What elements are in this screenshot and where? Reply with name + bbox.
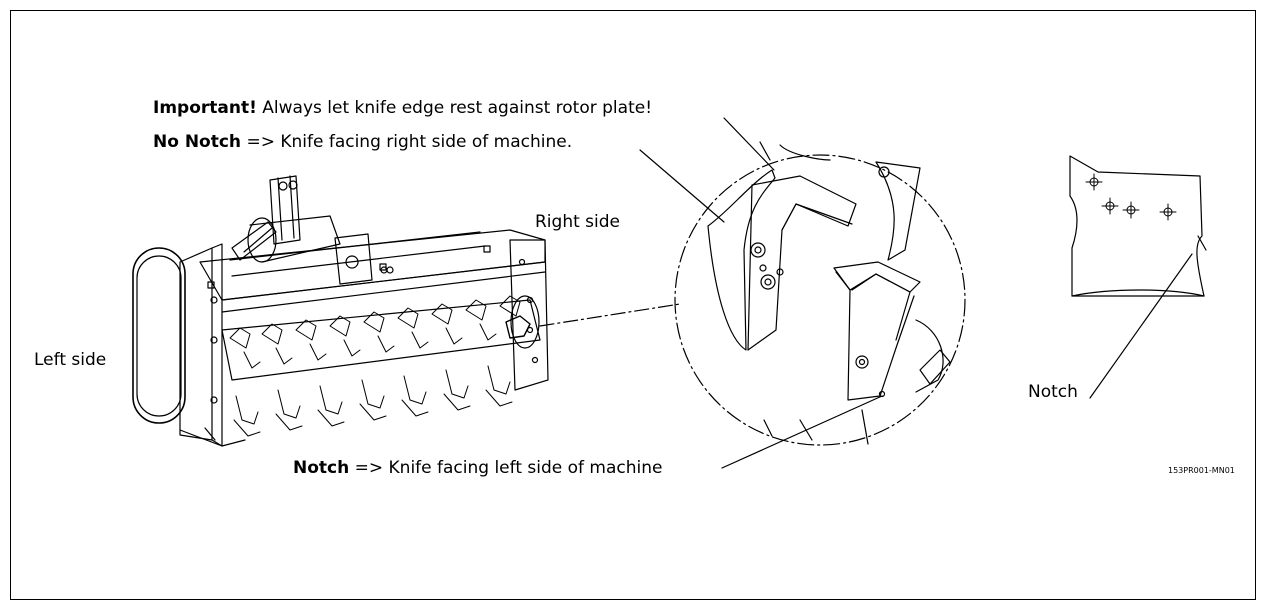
important-note-bold: Important! — [153, 98, 257, 118]
notch-detail-leader — [1089, 253, 1193, 399]
notch-note-bold: Notch — [293, 458, 350, 478]
no-notch-note-bold: No Notch — [153, 132, 242, 152]
bolt-hole-icon — [1085, 173, 1177, 221]
no-notch-note-text: => Knife facing right side of machine. — [246, 132, 573, 152]
right-side-label: Right side — [535, 212, 620, 232]
rotor-plate-detail — [1069, 155, 1207, 297]
important-note: Important! Always let knife edge rest ag… — [153, 98, 652, 118]
machine-drawing — [132, 175, 549, 447]
no-notch-leader — [639, 149, 725, 223]
important-leader — [723, 117, 775, 171]
left-side-label: Left side — [34, 350, 107, 370]
detail-leader — [539, 303, 681, 327]
notch-leader — [721, 395, 883, 469]
detail-circle — [674, 141, 966, 446]
no-notch-note: No Notch => Knife facing right side of m… — [153, 132, 572, 152]
drawing-code: 153PR001-MN01 — [1168, 466, 1235, 475]
notch-detail-label: Notch — [1028, 382, 1078, 402]
important-note-text: Always let knife edge rest against rotor… — [262, 98, 653, 118]
notch-note-text: => Knife facing left side of machine — [354, 458, 663, 478]
notch-note: Notch => Knife facing left side of machi… — [293, 458, 662, 478]
